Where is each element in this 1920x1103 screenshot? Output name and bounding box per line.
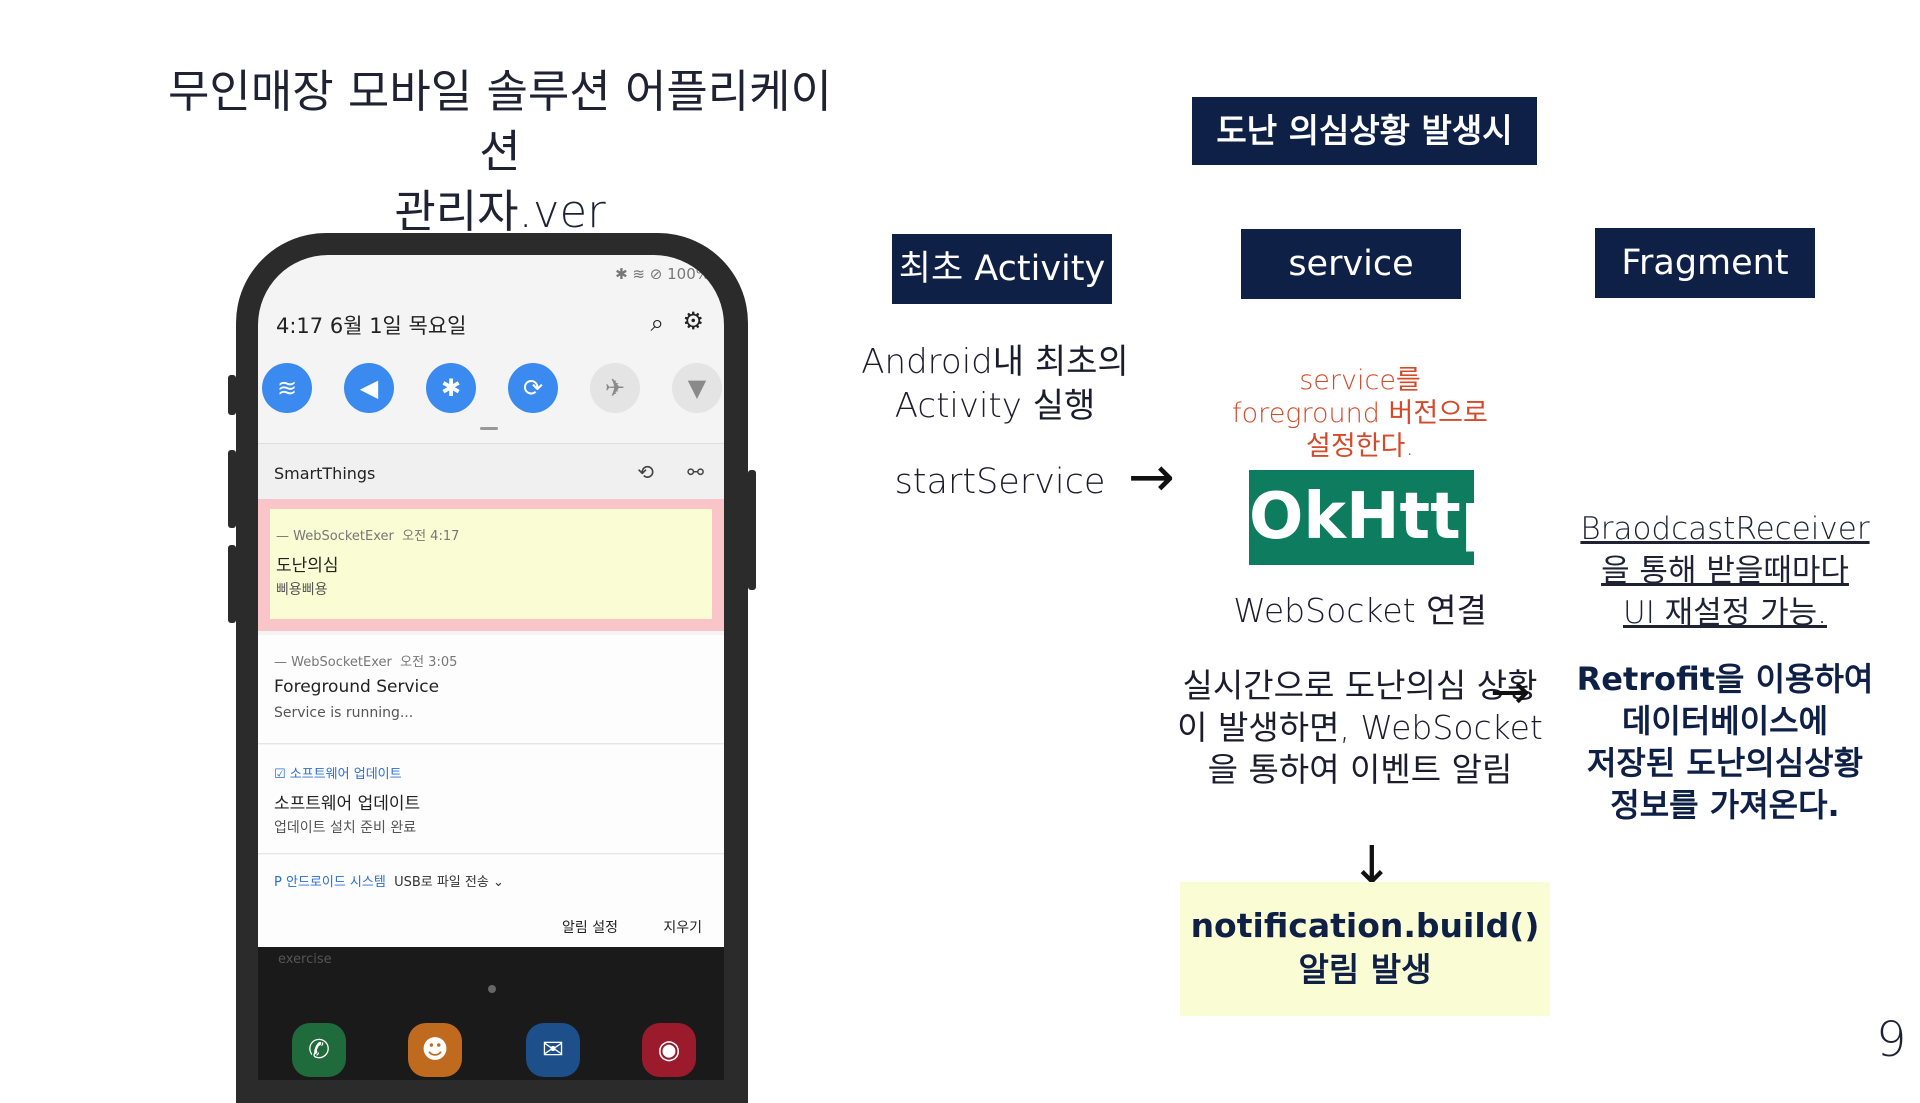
phone-bixby-key	[228, 545, 236, 623]
broadcast-description: BraodcastReceiver 을 통해 받을때마다 UI 재설정 가능.	[1565, 508, 1885, 634]
phone-power-key	[748, 470, 756, 590]
phone-volume-rocker	[228, 450, 236, 528]
panel-drag-handle[interactable]	[480, 427, 498, 430]
notification-title: 도난의심	[276, 556, 339, 576]
realtime-description: 실시간으로 도난의심 상황이 발생하면, WebSocket을 통하여 이벤트 …	[1177, 666, 1543, 789]
gear-icon[interactable]: ⚙	[682, 307, 704, 335]
notification-title: 소프트웨어 업데이트	[274, 794, 421, 814]
notification-title: Foreground Service	[274, 677, 440, 697]
notification-app-icon: —	[274, 655, 287, 670]
notification-app-name: WebSocketExer	[293, 529, 394, 544]
column-fragment: Fragment	[1595, 228, 1815, 298]
airplane-icon[interactable]: ✈	[590, 363, 640, 413]
phone-volume-key	[228, 375, 236, 415]
notification-item[interactable]: — WebSocketExer 오전 4:17 도난의심 삐용삐용	[270, 509, 712, 619]
broadcast-line3: UI 재설정 가능.	[1623, 595, 1827, 631]
retrofit-line2: 데이터베이스에	[1621, 702, 1829, 740]
auto-rotate-icon[interactable]: ⟳	[508, 363, 558, 413]
system-app-name: 안드로이드 시스템	[285, 875, 386, 890]
arrow-right-icon: →	[1490, 664, 1531, 720]
wifi-icon[interactable]: ≋	[262, 363, 312, 413]
notification-settings-button[interactable]: 알림 설정	[562, 920, 618, 936]
search-icon[interactable]: ⌕	[650, 309, 664, 337]
notification-app-icon: —	[276, 529, 289, 544]
notification-app-name: WebSocketExer	[291, 655, 392, 670]
home-widget-label: exercise	[278, 952, 332, 967]
activity-description: Android내 최초의 Activity 실행	[861, 342, 1129, 426]
smartthings-label: SmartThings	[274, 464, 376, 483]
contacts-app-icon[interactable]: ☻	[408, 1023, 462, 1077]
flashlight-icon[interactable]: ▼	[672, 363, 722, 413]
notification-app-name: 소프트웨어 업데이트	[289, 767, 402, 782]
notification-text: Service is running...	[274, 705, 414, 721]
notification-panel: ✱ ≋ ⊘ 100% 4:17 6월 1일 목요일 ⌕ ⚙ ≋ ◀ ✱ ⟳ ✈ …	[258, 255, 724, 947]
highlight-frame: — WebSocketExer 오전 4:17 도난의심 삐용삐용	[258, 499, 724, 631]
phone-app-icon[interactable]: ✆	[292, 1023, 346, 1077]
notification-item[interactable]: ☑ 소프트웨어 업데이트 소프트웨어 업데이트 업데이트 설치 준비 완료	[258, 745, 724, 854]
chevron-down-icon[interactable]: ⌄	[492, 875, 504, 890]
devices-icon[interactable]: ⚯	[687, 460, 704, 484]
retrofit-line1: Retrofit을 이용하여	[1576, 660, 1874, 698]
notification-time: 오전 4:17	[402, 529, 460, 544]
clear-button[interactable]: 지우기	[663, 920, 702, 936]
page-number: 9	[1876, 1012, 1907, 1068]
phone-screen: exercise ✆ ☻ ✉ ◉ ✱ ≋ ⊘ 100% 4:17 6월 1일 목…	[258, 255, 724, 1080]
bluetooth-icon[interactable]: ✱	[426, 363, 476, 413]
retrofit-line4: 정보를 가져온다.	[1610, 786, 1840, 824]
panel-footer: 알림 설정 지우기	[258, 905, 724, 947]
broadcast-line2: 을 통해 받을때마다	[1601, 553, 1849, 589]
messages-app-icon[interactable]: ✉	[526, 1023, 580, 1077]
broadcast-line1: BraodcastReceiver	[1580, 511, 1870, 547]
status-bar: ✱ ≋ ⊘ 100%	[615, 265, 710, 283]
slide-title: 무인매장 모바일 솔루션 어플리케이션 관리자.ver	[150, 62, 850, 242]
column-activity: 최초 Activity	[892, 234, 1112, 304]
notification-alarm-label: 알림 발생	[1298, 950, 1432, 989]
camera-app-icon[interactable]: ◉	[642, 1023, 696, 1077]
okhttp-logo: OkHttp	[1249, 470, 1507, 565]
sound-icon[interactable]: ◀	[344, 363, 394, 413]
system-text: USB로 파일 전송	[394, 875, 489, 890]
column-service: service	[1241, 229, 1461, 299]
start-service-label: startService	[894, 462, 1106, 502]
notification-build-label: notification.build()	[1190, 906, 1540, 945]
notification-item[interactable]: — WebSocketExer 오전 3:05 Foreground Servi…	[258, 635, 724, 744]
websocket-label: WebSocket 연결	[1233, 591, 1487, 630]
notification-text: 삐용삐용	[276, 582, 328, 598]
arrow-right-icon: →	[1128, 445, 1175, 510]
checkbox-icon: ☑	[274, 767, 286, 782]
status-icons: ✱ ≋ ⊘	[615, 265, 663, 283]
scan-icon[interactable]: ⟲	[637, 460, 654, 484]
notification-text: 업데이트 설치 준비 완료	[274, 820, 417, 836]
service-description: service를 foreground 버전으로 설정한다.	[1232, 365, 1488, 462]
notification-build-box: notification.build() 알림 발생	[1180, 882, 1550, 1016]
smartthings-bar[interactable]: SmartThings ⟲ ⚯	[258, 443, 724, 500]
notification-time: 오전 3:05	[400, 655, 458, 670]
battery-level: 100%	[667, 265, 710, 283]
page-indicator	[488, 985, 496, 993]
scenario-header: 도난 의심상황 발생시	[1192, 97, 1537, 165]
system-app-icon: P	[274, 875, 282, 890]
clock-date: 4:17 6월 1일 목요일	[276, 314, 467, 338]
retrofit-description: Retrofit을 이용하여 데이터베이스에 저장된 도난의심상황 정보를 가져…	[1560, 658, 1890, 826]
slide-title-line1: 무인매장 모바일 솔루션 어플리케이션	[168, 65, 832, 178]
slide-title-line2: 관리자.ver	[394, 185, 606, 238]
retrofit-line3: 저장된 도난의심상황	[1586, 744, 1864, 782]
system-notification[interactable]: P 안드로이드 시스템 USB로 파일 전송 ⌄	[258, 855, 724, 906]
